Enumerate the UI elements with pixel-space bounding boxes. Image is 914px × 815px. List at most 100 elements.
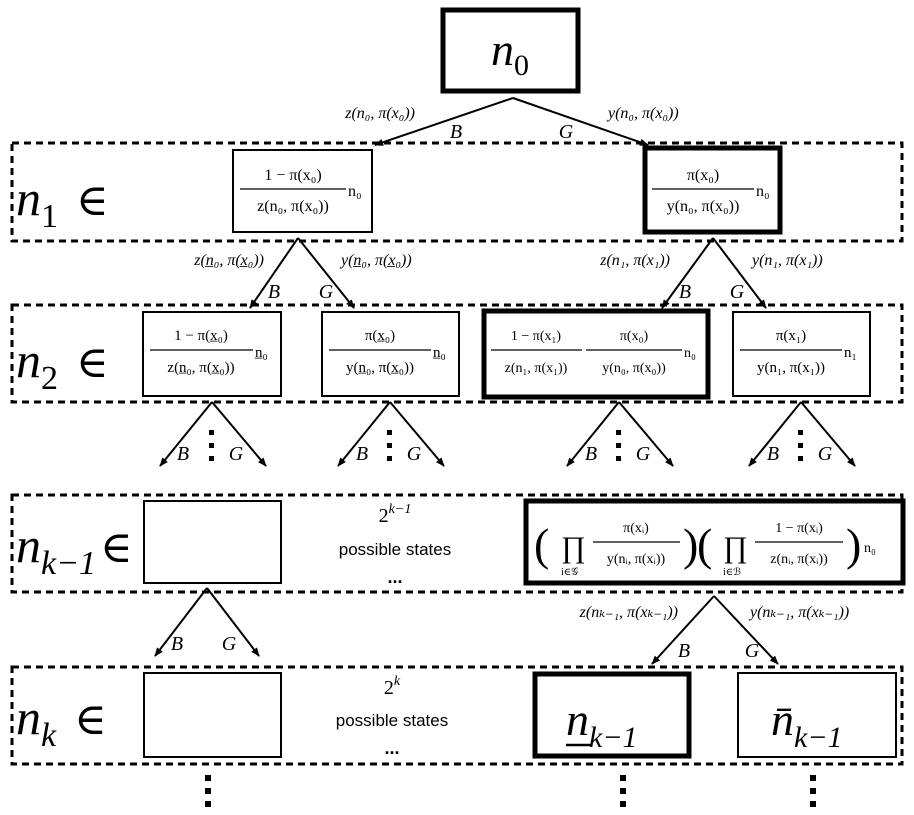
svg-text:y(n₀, π(x₀)): y(n₀, π(x₀)) (602, 361, 666, 376)
row-label-nk: nk∈ (16, 689, 107, 754)
svg-text:i∈𝒢: i∈𝒢 (561, 567, 578, 578)
node-n2-bb-fraction: 1 − π(x̲₀) z(n̲₀, π(x̲₀)) n̲₀ (150, 328, 268, 376)
nk1-branch-labels: B G B G (171, 633, 760, 662)
svg-text:z(n₀, π(x₀)): z(n₀, π(x₀)) (257, 198, 329, 215)
svg-text:G: G (407, 443, 422, 465)
root-edges (374, 97, 649, 146)
svg-text:): ) (846, 519, 861, 570)
row-label-nk1: nk−1∈ (16, 517, 133, 582)
leaf-upper-label: n̄k−1 (771, 694, 843, 754)
bottom-vertical-ellipsis (205, 775, 816, 807)
node-n2-gb-fraction: 1 − π(x₁) z(n₁, π(x₁)) π(x₀) y(n₀, π(x₀)… (491, 329, 696, 376)
svg-text:n̲₀: n̲₀ (433, 345, 446, 361)
node-nk-lower-leaf (532, 671, 692, 759)
svg-text:B: B (767, 443, 779, 465)
svg-text:z(n̲₀, π(x̲₀)): z(n̲₀, π(x̲₀)) (167, 360, 234, 376)
svg-text:z(n₁, π(x₁)): z(n₁, π(x₁)) (505, 361, 568, 376)
svg-text:1 − π(x₁): 1 − π(x₁) (511, 329, 562, 344)
svg-text:n₁: n₁ (844, 345, 857, 361)
node-n2-bg-fraction: π(x̲₀) y(n̲₀, π(x̲₀)) n̲₀ (329, 328, 446, 376)
node-n1-bad-fraction: 1 − π(x₀) z(n₀, π(x₀)) n₀ (240, 167, 362, 215)
svg-text:π(x₀): π(x₀) (687, 167, 719, 184)
edge-label-n1-good-left: z(n₁, π(x₁)) (599, 252, 670, 269)
states-ellipsis-k1: ... (387, 567, 402, 587)
node-n2-gb (481, 308, 711, 400)
svg-text:1 − π(x₀): 1 − π(x₀) (264, 167, 321, 184)
svg-text:π(xᵢ): π(xᵢ) (623, 521, 649, 536)
node-nk1-product-formula: ( ∏ i∈𝒢 π(xᵢ) y(nᵢ, π(xᵢ)) ) ( ∏ i∈ℬ 1 −… (534, 519, 876, 578)
branch-good-n1b: G (730, 281, 745, 303)
svg-text:G: G (745, 640, 760, 662)
node-n2-bb (142, 311, 282, 397)
node-n2-bg (321, 311, 460, 397)
edge-label-nk1-left: z(nₖ₋₁, π(xₖ₋₁)) (579, 604, 678, 621)
branch-bad-n1a: B (268, 281, 280, 303)
svg-text:1 − π(x̲₀): 1 − π(x̲₀) (174, 328, 228, 344)
svg-text:z(nᵢ, π(xᵢ)): z(nᵢ, π(xᵢ)) (770, 552, 828, 567)
svg-text:∏: ∏ (723, 531, 748, 564)
states-count-k: 2k (384, 674, 401, 699)
svg-text:B: B (356, 443, 368, 465)
svg-text:): ) (683, 519, 698, 570)
row-n1-container (10, 141, 904, 243)
leaf-lower-label: nk−1 (566, 694, 638, 754)
svg-text:G: G (222, 633, 237, 655)
svg-text:G: G (229, 443, 244, 465)
svg-text:B: B (678, 640, 690, 662)
node-n1-good (642, 145, 783, 235)
svg-text:y(nᵢ, π(xᵢ)): y(nᵢ, π(xᵢ)) (607, 552, 666, 567)
svg-text:B: B (171, 633, 183, 655)
vertical-ellipsis-n2 (209, 430, 803, 461)
row-label-n1: n1∈ (16, 170, 109, 235)
node-nk-upper-leaf (737, 672, 897, 758)
svg-text:π(x₀): π(x₀) (620, 329, 649, 344)
branch-bad-n1b: B (679, 281, 691, 303)
root-node-label: n0 (491, 24, 529, 82)
edge-label-n1-good-right: y(n₁, π(x₁)) (750, 252, 823, 269)
node-nk1-empty (143, 500, 282, 584)
svg-text:π(x₁): π(x₁) (776, 328, 806, 344)
svg-text:G: G (818, 443, 833, 465)
node-nk-empty (143, 672, 282, 758)
branch-good-n1a: G (319, 281, 334, 303)
node-n1-bad (232, 149, 373, 233)
svg-text:B: B (585, 443, 597, 465)
svg-text:(: ( (534, 519, 549, 570)
branch-bad-root: B (450, 121, 462, 143)
root-node-box (440, 7, 581, 94)
edge-label-nk1-right: y(nₖ₋₁, π(xₖ₋₁)) (748, 604, 849, 621)
edge-label-root-right: y(n₀, π(x₀)) (606, 105, 679, 122)
node-n2-gg (732, 311, 871, 397)
svg-text:n₀: n₀ (864, 541, 876, 556)
edge-label-n1-bad-right: y(n̲₀, π(x̲₀)) (339, 252, 412, 269)
states-label-k1: possible states (339, 540, 451, 559)
svg-text:1 − π(xᵢ): 1 − π(xᵢ) (775, 521, 823, 536)
svg-text:n₀: n₀ (756, 183, 770, 200)
row-label-n2: n2∈ (16, 332, 109, 397)
edge-label-root-left: z(n₀, π(x₀)) (344, 105, 415, 122)
svg-text:(: ( (697, 519, 712, 570)
svg-text:B: B (177, 443, 189, 465)
svg-text:i∈ℬ: i∈ℬ (723, 567, 741, 578)
states-ellipsis-k: ... (384, 738, 399, 758)
states-count-k1: 2k−1 (379, 502, 412, 527)
svg-text:n₀: n₀ (348, 183, 362, 200)
row-nk-container (10, 665, 904, 766)
n2-branch-labels: B G B G B G B G (177, 443, 833, 465)
n2-edges (159, 401, 856, 467)
node-n2-gg-fraction: π(x₁) y(n₁, π(x₁)) n₁ (740, 328, 857, 376)
svg-text:n₀: n₀ (684, 346, 696, 361)
svg-text:π(x̲₀): π(x̲₀) (365, 328, 395, 344)
svg-text:∏: ∏ (561, 531, 586, 564)
n1-edges (249, 237, 767, 309)
states-label-k: possible states (336, 711, 448, 730)
svg-text:G: G (636, 443, 651, 465)
row-n2-container (10, 303, 904, 404)
branch-good-root: G (559, 121, 574, 143)
node-n1-good-fraction: π(x₀) y(n₀, π(x₀)) n₀ (652, 167, 770, 215)
edge-label-n1-bad-left: z(n̲₀, π(x̲₀)) (193, 252, 264, 269)
svg-text:y(n₀, π(x₀)): y(n₀, π(x₀)) (667, 198, 740, 215)
svg-text:n̲₀: n̲₀ (255, 345, 268, 361)
